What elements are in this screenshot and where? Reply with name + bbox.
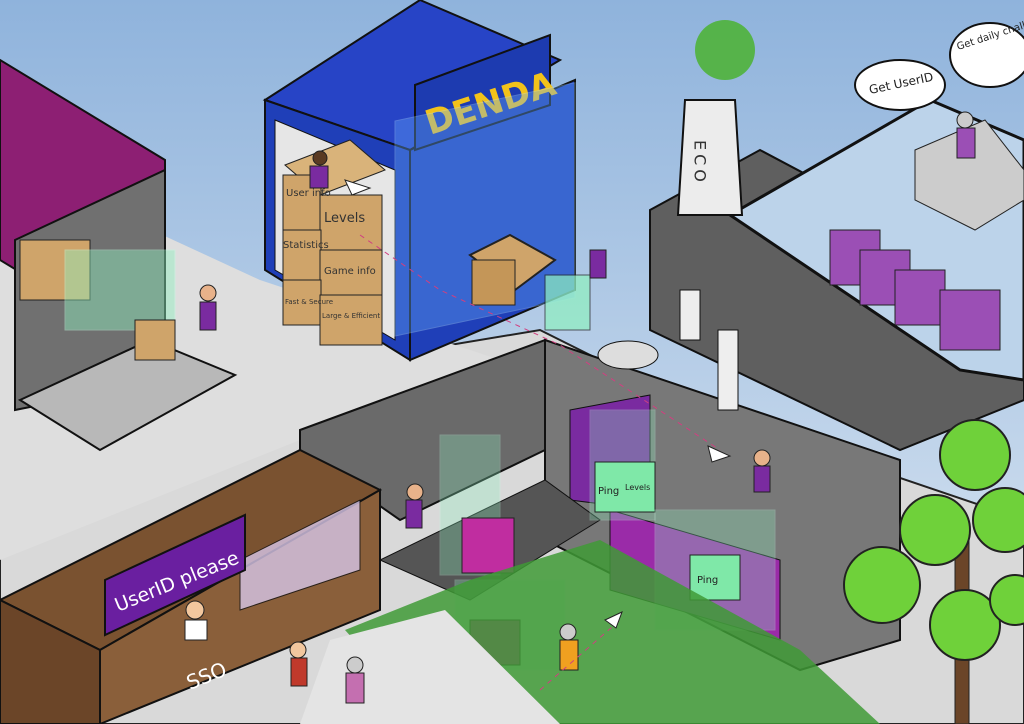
data-trail [359, 234, 721, 451]
box-levels: Levels [324, 211, 365, 226]
fan-vent [597, 340, 659, 370]
green-box-right-label: Levels [625, 483, 650, 492]
paper-plane-icon [344, 179, 372, 196]
paper-plane-icon [604, 611, 623, 629]
gift-label: Ping [697, 575, 718, 586]
eco-chimney [676, 99, 744, 216]
rooftop-desks [829, 111, 1024, 351]
sso-sign-board [104, 513, 246, 637]
green-box-left-label: Ping [598, 486, 619, 497]
denda-warehouse: DENDA User info Levels Statistics Game i… [262, 0, 576, 362]
hologram-panel [64, 249, 176, 331]
pipe [679, 289, 701, 341]
data-trail [539, 619, 621, 691]
eco-label: ECO [691, 140, 710, 186]
people [289, 449, 771, 704]
green-kiosk [544, 274, 591, 331]
speech-bubble-get-userid: Get UserID [854, 59, 946, 111]
plant-icon [695, 20, 755, 80]
worker-person [309, 165, 329, 189]
stairs [914, 119, 1024, 231]
gift-box [689, 554, 741, 601]
pipe [717, 329, 739, 411]
box-large-efficient: Large & Efficient [322, 312, 380, 320]
box-user-info: User info [286, 188, 331, 199]
tree [843, 419, 1024, 724]
paper-plane-icon [707, 445, 732, 463]
worker-person [199, 301, 217, 331]
manager-person [956, 127, 976, 159]
green-box [594, 461, 656, 513]
box-fast-secure: Fast & Secure [285, 298, 333, 306]
worker-person [589, 249, 607, 279]
box-statistics: Statistics [283, 240, 329, 251]
box-game-info: Game info [324, 266, 376, 277]
denda-sign-board [414, 33, 551, 152]
path [300, 610, 560, 724]
left-container [0, 58, 238, 452]
clerk-person [184, 619, 208, 641]
gift-box [461, 517, 515, 574]
sso-booth: UserID please SSO [0, 448, 383, 724]
